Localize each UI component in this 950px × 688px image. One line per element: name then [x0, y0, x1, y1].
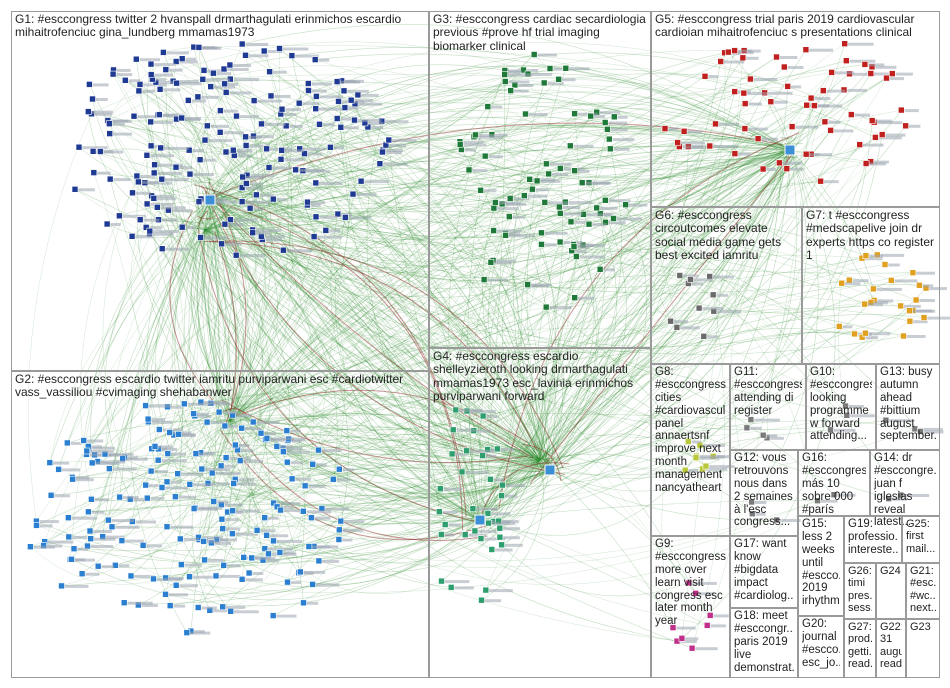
group-g23-panel[interactable]: G23: [906, 619, 940, 678]
group-g16-label: G16: #esccongress más 10 sobre 000 #parí…: [802, 452, 866, 516]
group-g2-label: G2: #esccongress escardio twitter iamrit…: [15, 373, 425, 400]
group-g2-panel[interactable]: G2: #esccongress escardio twitter iamrit…: [11, 371, 429, 678]
group-g12-label: G12: vous retrouvons nous dans 2 semaine…: [734, 452, 794, 529]
group-g16-panel[interactable]: G16: #esccongress más 10 sobre 000 #parí…: [798, 450, 870, 516]
group-g22-panel[interactable]: G22: 31 augu... read...: [876, 619, 906, 678]
group-g21-panel[interactable]: G21: #esc... #wc... next...: [906, 563, 940, 619]
group-g27-label: G27: prod... getti... read...: [848, 621, 872, 670]
group-g3-label: G3: #esccongress cardiac secardiologia p…: [433, 13, 647, 53]
group-g19-panel[interactable]: G19: professio... intereste...: [844, 516, 902, 563]
group-g20-label: G20: journal #escco... esc_jo...: [802, 618, 840, 670]
group-g27-panel[interactable]: G27: prod... getti... read...: [844, 619, 876, 678]
group-g11-panel[interactable]: G11: #esccongress attending di register: [730, 364, 806, 450]
group-g10-panel[interactable]: G10: #esccongress looking programme w fo…: [806, 364, 876, 450]
group-g13-label: G13: busy autumn ahead #bittium august s…: [880, 366, 936, 443]
group-g17-label: G17: want know #bigdata impact #cardiolo…: [734, 538, 794, 602]
group-g24-label: G24: [880, 565, 902, 577]
group-g17-panel[interactable]: G17: want know #bigdata impact #cardiolo…: [730, 536, 798, 608]
group-g1-label: G1: #esccongress twitter 2 hvanspall drm…: [15, 13, 425, 40]
group-g19-label: G19: professio... intereste...: [848, 518, 898, 557]
group-g13-panel[interactable]: G13: busy autumn ahead #bittium august s…: [876, 364, 940, 450]
group-g4-panel[interactable]: G4: #esccongress escardio shelleyzieroth…: [429, 348, 651, 678]
group-g8-panel[interactable]: G8: #esccongress cities #cardiovascul...…: [651, 364, 730, 536]
group-g9-panel[interactable]: G9: #esccongress more over learn visit c…: [651, 536, 730, 678]
group-g10-label: G10: #esccongress looking programme w fo…: [810, 366, 872, 443]
group-g24-panel[interactable]: G24: [876, 563, 906, 619]
group-g15-panel[interactable]: G15: less 2 weeks until #escco... 2019 i…: [798, 516, 844, 616]
group-g7-label: G7: t #esccongress #medscapelive join dr…: [806, 209, 936, 263]
group-g25-label: G25: first mail...: [906, 518, 936, 555]
group-g26-panel[interactable]: G26: timi pres... sess...: [844, 563, 876, 619]
group-g3-panel[interactable]: G3: #esccongress cardiac secardiologia p…: [429, 11, 651, 348]
group-g4-label: G4: #esccongress escardio shelleyzieroth…: [433, 350, 647, 404]
group-g18-label: G18: meet #esccongr... paris 2019 live d…: [734, 610, 794, 674]
group-g12-panel[interactable]: G12: vous retrouvons nous dans 2 semaine…: [730, 450, 798, 536]
group-g11-label: G11: #esccongress attending di register: [734, 366, 802, 418]
group-g8-label: G8: #esccongress cities #cardiovascul...…: [655, 366, 726, 495]
group-g7-panel[interactable]: G7: t #esccongress #medscapelive join dr…: [802, 207, 940, 364]
group-g15-label: G15: less 2 weeks until #escco... 2019 i…: [802, 518, 840, 608]
group-g5-panel[interactable]: G5: #esccongress trial paris 2019 cardio…: [651, 11, 940, 207]
group-g1-panel[interactable]: G1: #esccongress twitter 2 hvanspall drm…: [11, 11, 429, 371]
group-g20-panel[interactable]: G20: journal #escco... esc_jo...: [798, 616, 844, 678]
group-g26-label: G26: timi pres... sess...: [848, 565, 872, 614]
group-g25-panel[interactable]: G25: first mail...: [902, 516, 940, 563]
group-g21-label: G21: #esc... #wc... next...: [910, 565, 936, 614]
group-g14-panel[interactable]: G14: dr #esccongre... juan f iglesias re…: [870, 450, 940, 516]
group-g23-label: G23: [910, 621, 936, 633]
group-g18-panel[interactable]: G18: meet #esccongr... paris 2019 live d…: [730, 608, 798, 678]
group-g6-label: G6: #esccongress circoutcomes elevate so…: [655, 209, 798, 263]
group-g6-panel[interactable]: G6: #esccongress circoutcomes elevate so…: [651, 207, 802, 364]
group-g9-label: G9: #esccongress more over learn visit c…: [655, 538, 726, 628]
group-g5-label: G5: #esccongress trial paris 2019 cardio…: [655, 13, 936, 40]
group-g22-label: G22: 31 augu... read...: [880, 621, 902, 670]
